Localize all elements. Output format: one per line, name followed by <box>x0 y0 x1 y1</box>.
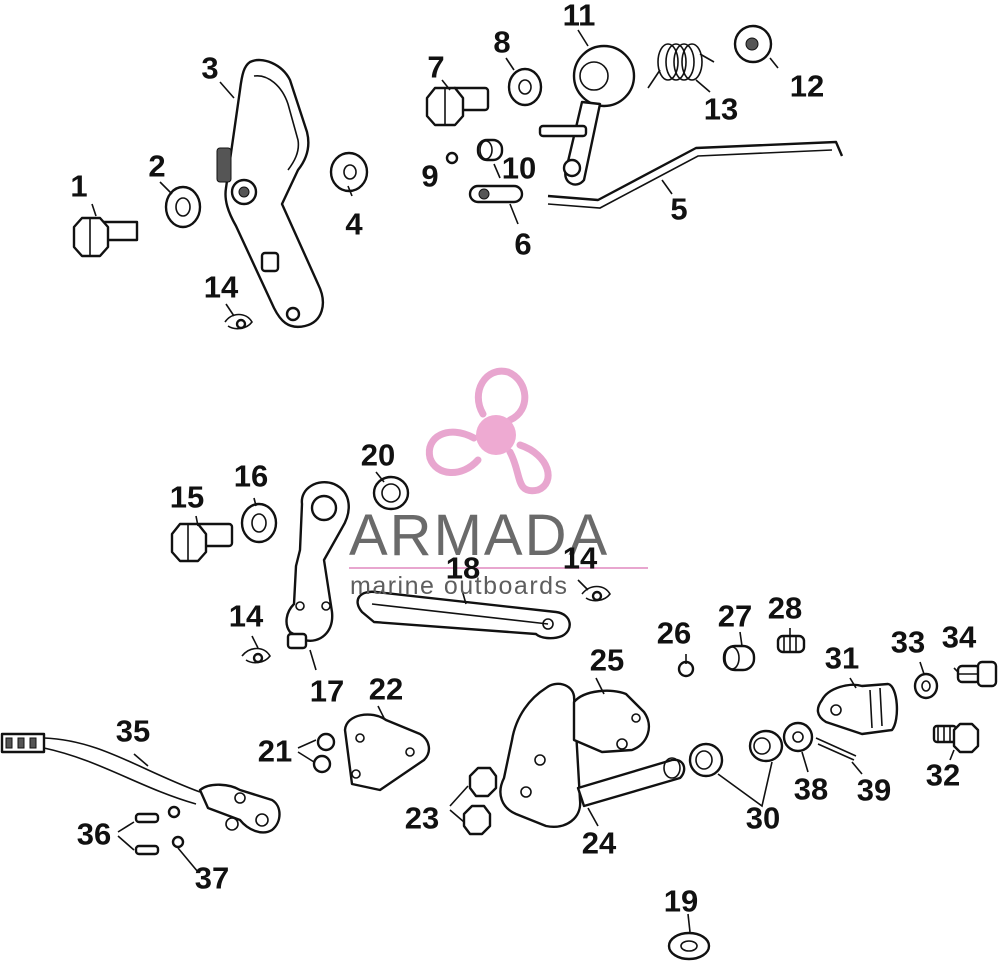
callout-16: 16 <box>233 458 269 494</box>
part-21-screws <box>312 732 336 774</box>
part-27-bushing <box>722 644 756 672</box>
callout-19: 19 <box>663 883 699 919</box>
part-35-cable-switch <box>0 732 281 834</box>
callout-14-top: 14 <box>203 269 239 305</box>
callout-34: 34 <box>941 619 977 655</box>
callout-2: 2 <box>148 148 166 184</box>
callout-6: 6 <box>514 226 532 262</box>
part-15-bolt <box>170 522 234 563</box>
part-3-lever <box>216 58 324 329</box>
part-1-bolt <box>72 216 139 258</box>
brand-tagline: marine outboards <box>350 572 569 600</box>
callout-12: 12 <box>789 68 825 104</box>
callout-24: 24 <box>581 825 617 861</box>
part-33-washer <box>913 672 939 700</box>
part-38-washer <box>782 721 814 753</box>
part-34-screw <box>956 660 998 688</box>
callout-33: 33 <box>890 624 926 660</box>
part-14-clip-right <box>581 585 611 602</box>
part-17-arm <box>285 481 350 650</box>
callout-36: 36 <box>76 816 112 852</box>
callout-9: 9 <box>421 158 439 194</box>
part-30-bushings <box>688 729 784 778</box>
part-31-bracket <box>816 682 899 736</box>
part-32-bolt <box>932 722 980 754</box>
callout-26: 26 <box>656 615 692 651</box>
armada-propeller-logo <box>425 367 552 495</box>
part-36-screws <box>134 812 160 856</box>
part-14-clip-middle <box>241 647 271 664</box>
callout-18: 18 <box>445 550 481 586</box>
part-13-spring <box>647 43 715 89</box>
callout-37: 37 <box>194 860 230 896</box>
logo-center-dot <box>476 415 516 455</box>
callout-14-right: 14 <box>562 540 598 576</box>
part-4-washer <box>329 151 369 193</box>
part-23-nuts <box>462 766 498 836</box>
callout-15: 15 <box>169 479 205 515</box>
callout-39: 39 <box>856 772 892 808</box>
callout-14-left: 14 <box>228 598 264 634</box>
part-10-sleeve <box>476 138 504 162</box>
callout-8: 8 <box>493 24 511 60</box>
part-26-ball <box>677 660 695 678</box>
callout-21: 21 <box>257 733 293 769</box>
callout-17: 17 <box>309 673 345 709</box>
part-16-washer <box>240 502 278 544</box>
callout-10: 10 <box>501 150 537 186</box>
part-14-clip <box>224 313 253 330</box>
part-9-nut <box>445 151 459 165</box>
part-11-throttle-arm <box>538 44 636 186</box>
part-39-cotter-pin <box>815 737 857 761</box>
part-8-washer <box>507 67 543 107</box>
part-19-washer <box>667 931 711 961</box>
callout-31: 31 <box>824 640 860 676</box>
callout-28: 28 <box>767 590 803 626</box>
part-6-link-end <box>468 184 524 204</box>
callout-11: 11 <box>562 0 596 33</box>
callout-32: 32 <box>925 757 961 793</box>
part-25-plate <box>572 689 651 754</box>
callout-27: 27 <box>717 598 753 634</box>
callout-25: 25 <box>589 642 625 678</box>
part-20-bushing <box>372 475 410 511</box>
part-5-rod <box>547 140 844 209</box>
callout-35: 35 <box>115 713 151 749</box>
part-22-bracket <box>343 713 431 792</box>
part-37-washers <box>167 805 185 849</box>
part-2-washer <box>164 185 202 229</box>
callout-20: 20 <box>360 437 396 473</box>
callout-3: 3 <box>201 50 219 86</box>
part-28-spring <box>776 634 806 654</box>
callout-13: 13 <box>703 91 739 127</box>
part-18-link <box>356 590 571 640</box>
callout-7: 7 <box>427 49 445 85</box>
callout-30: 30 <box>745 800 781 836</box>
part-24-shift-bracket <box>499 682 686 828</box>
callout-4: 4 <box>345 206 363 242</box>
part-12-washer <box>733 24 773 64</box>
callout-5: 5 <box>670 191 688 227</box>
callout-23: 23 <box>404 800 440 836</box>
brand-name: ARMADA <box>349 503 610 568</box>
callout-1: 1 <box>70 168 88 204</box>
callout-22: 22 <box>368 671 404 707</box>
callout-38: 38 <box>793 771 829 807</box>
part-7-bolt <box>425 86 490 127</box>
